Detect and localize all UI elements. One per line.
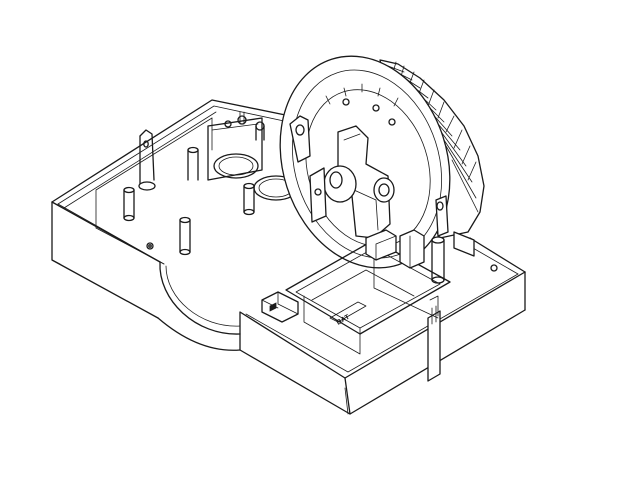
motor-assembly [279, 55, 485, 269]
interior-left [95, 111, 299, 265]
housing-tray [51, 99, 526, 415]
interior-right [261, 229, 498, 355]
